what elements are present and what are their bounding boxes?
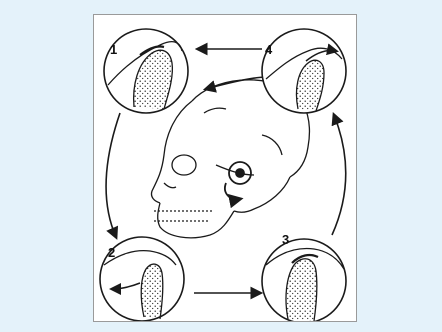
arrow-1-to-2 bbox=[106, 113, 120, 237]
figure-frame: 1 4 2 3 bbox=[93, 14, 357, 322]
stage-label-2: 2 bbox=[108, 246, 115, 259]
stage-label-4: 4 bbox=[265, 43, 272, 56]
stage-circle-4 bbox=[262, 29, 346, 113]
stage-label-1: 1 bbox=[110, 43, 117, 56]
tmj-joint-marker bbox=[225, 162, 251, 199]
stage-circle-3 bbox=[262, 239, 346, 321]
arrow-3-to-4 bbox=[332, 115, 346, 235]
jaw-cycle-diagram bbox=[94, 15, 356, 321]
stage-label-3: 3 bbox=[282, 233, 289, 246]
